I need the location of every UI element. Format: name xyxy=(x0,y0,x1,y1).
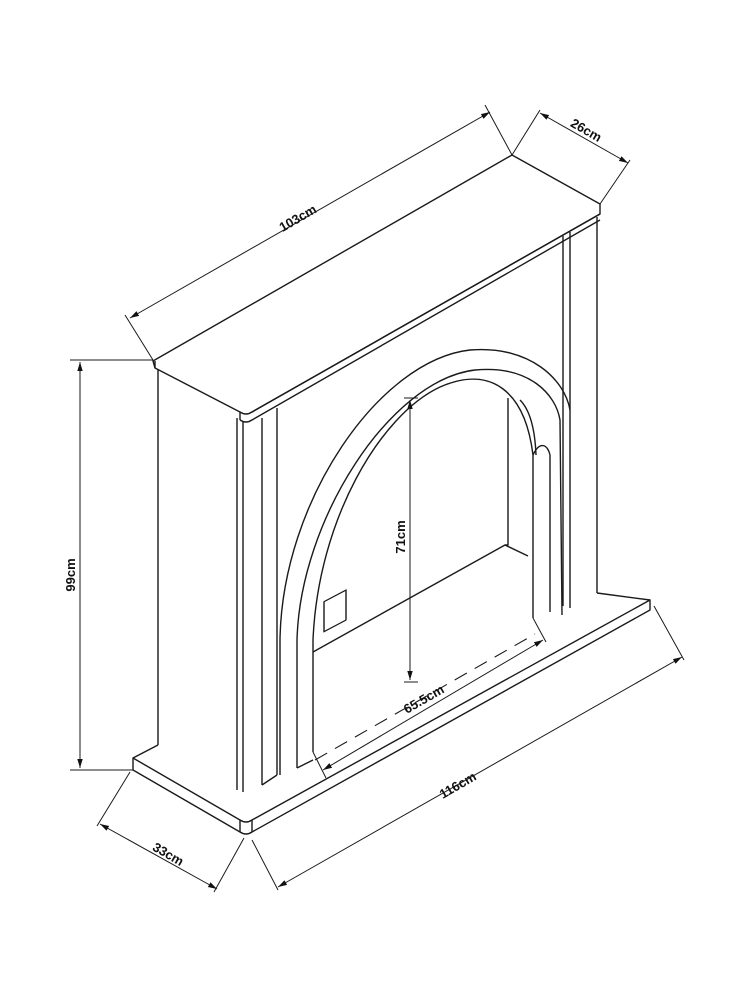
label-opening-height: 71cm xyxy=(393,520,408,553)
arch-moulding xyxy=(296,368,563,768)
extension-total-height xyxy=(70,359,153,771)
hearth-joins xyxy=(261,759,314,786)
extension-base-depth xyxy=(96,771,245,893)
label-base-width: 116cm xyxy=(437,769,479,802)
arch-inner xyxy=(312,378,534,752)
mantel-bottom-edge xyxy=(239,219,601,423)
base-edges xyxy=(239,592,651,832)
fireplace-outline xyxy=(132,154,651,835)
arch-inner-curve xyxy=(519,399,537,456)
label-total-height: 99cm xyxy=(63,558,78,591)
dimension-lines xyxy=(70,104,685,893)
mantel-front-edge xyxy=(154,213,601,420)
arch-inner-return xyxy=(532,444,551,612)
dimension-top-depth xyxy=(539,112,629,164)
label-base-depth: 33cm xyxy=(150,839,186,869)
dimension-top-width xyxy=(129,111,491,319)
right-pilaster xyxy=(562,217,598,608)
dimension-opening-width xyxy=(322,639,544,771)
extension-top-depth xyxy=(511,109,631,205)
arch-outer xyxy=(279,348,571,775)
label-top-width: 103cm xyxy=(276,201,319,234)
dimension-base-width xyxy=(277,656,683,888)
control-panel xyxy=(323,589,347,633)
firebox xyxy=(312,398,529,653)
extension-top-width xyxy=(124,104,513,361)
extension-base-width xyxy=(251,605,685,891)
base-plinth xyxy=(132,599,651,835)
label-top-depth: 26cm xyxy=(568,115,604,145)
dimension-base-depth xyxy=(99,823,218,890)
mantel-top xyxy=(152,154,601,415)
left-pilaster xyxy=(236,418,263,792)
label-opening-width: 65.5cm xyxy=(401,682,447,717)
